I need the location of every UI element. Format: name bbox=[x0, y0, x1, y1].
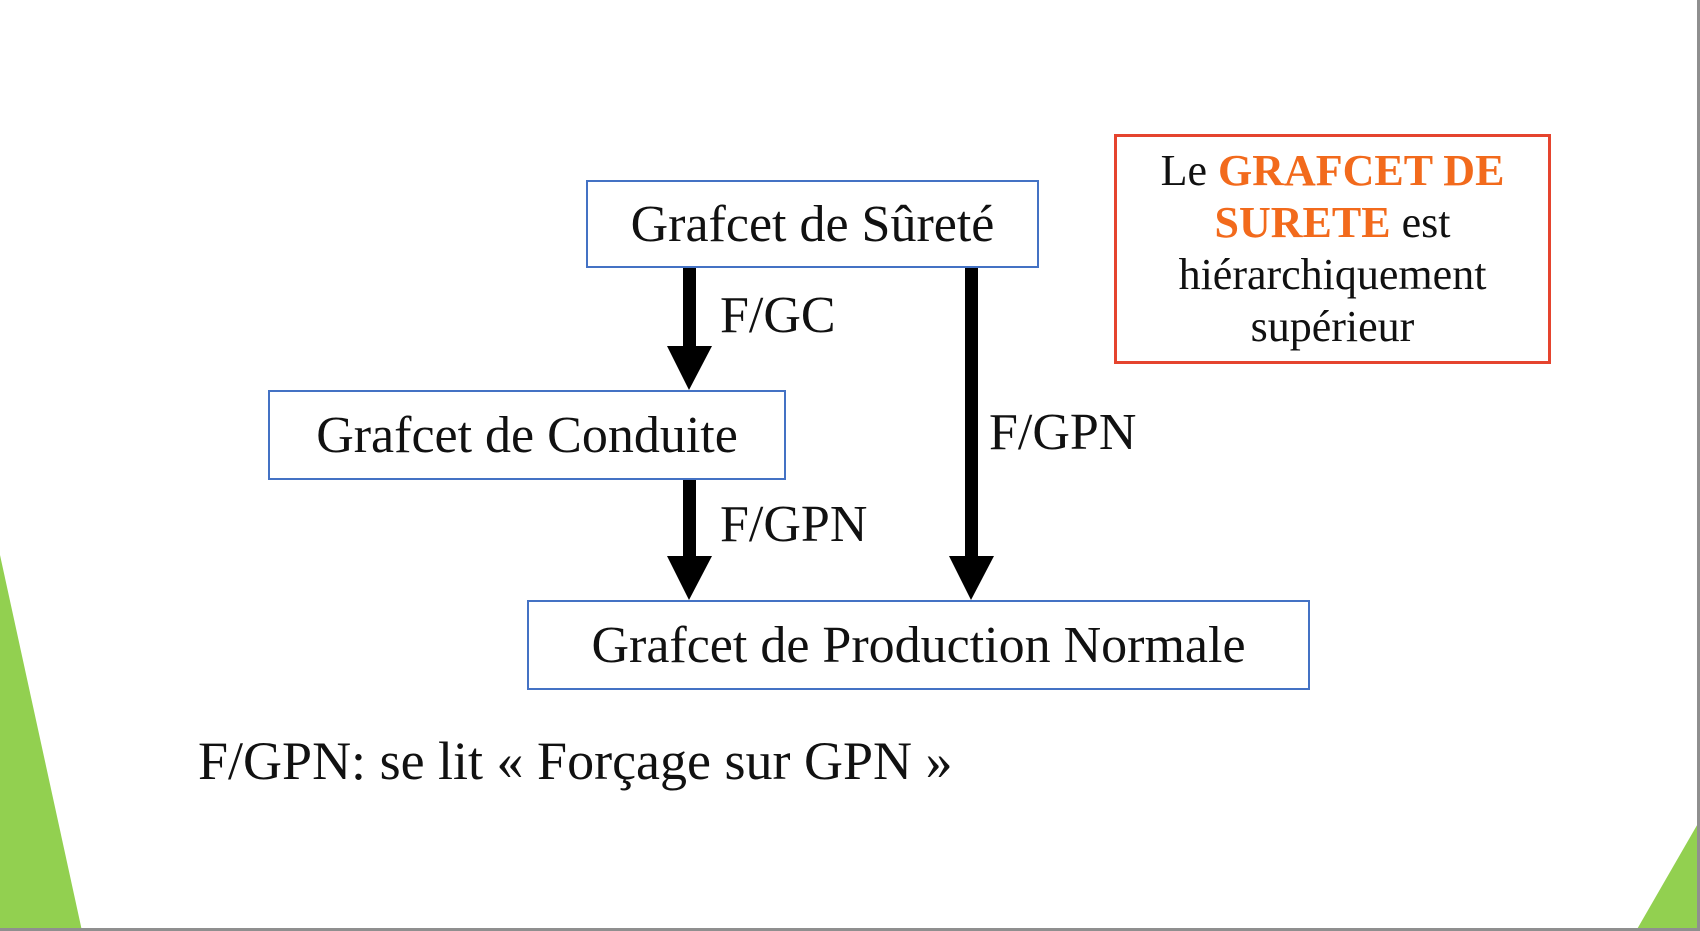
arrow-label-fgc: F/GC bbox=[720, 287, 836, 344]
grafcet-conduite-label: Grafcet de Conduite bbox=[316, 406, 738, 464]
grafcet-conduite-box: Grafcet de Conduite bbox=[268, 390, 786, 480]
arrow-label-fgpn-conduite: F/GPN bbox=[720, 496, 868, 553]
right-green-triangle bbox=[1636, 820, 1700, 931]
note-line-4: supérieur bbox=[1250, 302, 1415, 351]
arrow-conduite-to-production bbox=[667, 480, 712, 600]
note-suffix: est bbox=[1401, 198, 1451, 247]
note-highlight-1: GRAFCET DE bbox=[1217, 146, 1505, 195]
grafcet-production-label: Grafcet de Production Normale bbox=[591, 616, 1246, 674]
footnote: F/GPN: se lit « Forçage sur GPN » bbox=[198, 731, 953, 791]
left-green-triangle bbox=[0, 555, 82, 931]
note-line-3: hiérarchiquement bbox=[1178, 250, 1487, 299]
arrow-label-fgpn-surete: F/GPN bbox=[989, 404, 1137, 461]
note-prefix: Le bbox=[1160, 146, 1207, 195]
note-highlight-2: SURETE bbox=[1214, 198, 1391, 247]
arrow-surete-to-production bbox=[949, 268, 994, 600]
hierarchy-note-text: Le GRAFCET DE SURETE est hiérarchiquemen… bbox=[1161, 145, 1505, 353]
grafcet-production-box: Grafcet de Production Normale bbox=[527, 600, 1310, 690]
grafcet-surete-box: Grafcet de Sûreté bbox=[586, 180, 1039, 268]
grafcet-surete-label: Grafcet de Sûreté bbox=[630, 195, 995, 253]
arrow-surete-to-conduite bbox=[667, 268, 712, 390]
hierarchy-note-box: Le GRAFCET DE SURETE est hiérarchiquemen… bbox=[1114, 134, 1551, 364]
